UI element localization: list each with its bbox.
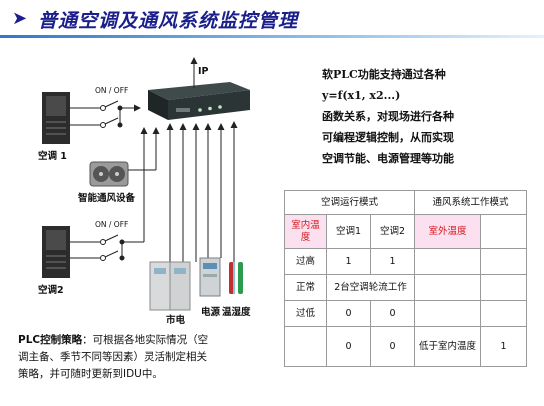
plc-strategy-note: PLC控制策略：可根据各地实际情况（空 调主备、季节不同等因素）灵活制定相关 策… — [18, 332, 280, 383]
table-cell: 过高 — [284, 248, 327, 275]
table-cell — [479, 248, 528, 275]
power-cabinet-icon — [199, 257, 221, 297]
table-cell — [479, 300, 528, 327]
fan-label: 智能通风设备 — [78, 193, 136, 204]
controller-device-icon — [148, 82, 250, 120]
title-divider — [0, 35, 544, 38]
ac2-switch-label: ON / OFF — [95, 220, 129, 229]
sensor-label-power: 电源 — [201, 307, 221, 318]
table-cell: 1 — [370, 248, 415, 275]
ac-unit-1-icon — [42, 92, 70, 144]
table-cell: 1 — [326, 248, 371, 275]
table-cell: 1 — [479, 326, 528, 367]
strategy-line: 策略，并可随时更新到IDU中。 — [18, 368, 163, 380]
ac1-label: 空调 1 — [38, 151, 67, 162]
table-cell — [414, 248, 481, 275]
table-header-ac1: 空调1 — [326, 214, 371, 249]
table-cell: 0 — [326, 326, 371, 367]
table-header-ac-mode: 空调运行模式 — [284, 190, 415, 215]
table-row: 过高 1 1 — [284, 248, 528, 275]
sensor-label-temp-humidity: 温湿度 — [222, 307, 251, 318]
temp-humidity-sensor-icon — [229, 262, 243, 294]
sensor-wiring — [166, 121, 238, 262]
table-cell: 0 — [370, 326, 415, 367]
description-line: y=f(x1, x2...) — [322, 89, 401, 102]
description-line: 软PLC功能支持通过各种 — [322, 68, 446, 81]
table-cell — [284, 326, 327, 367]
description-line: 函数关系，对现场进行各种 — [322, 110, 454, 123]
ac-unit-2-icon — [42, 226, 70, 278]
operation-mode-table: 空调运行模式 通风系统工作模式 室内温度 空调1 空调2 室外温度 过高 1 1… — [284, 190, 528, 367]
table-cell: 0 — [326, 300, 371, 327]
ac1-switch-label: ON / OFF — [95, 86, 129, 95]
ip-label: IP — [198, 66, 209, 77]
mains-cabinet-icon — [149, 261, 191, 311]
strategy-line: 调主备、季节不同等因素）灵活制定相关 — [18, 351, 207, 363]
table-header-outdoor-temp: 室外温度 — [414, 214, 481, 249]
table-row: 过低 0 0 — [284, 300, 528, 327]
sensor-label-mains: 市电 — [166, 315, 186, 326]
table-cell — [414, 274, 481, 301]
table-header-indoor-temp: 室内温度 — [284, 214, 327, 249]
title-arrow-icon: ➤ — [12, 8, 28, 29]
description-line: 可编程逻辑控制，从而实现 — [322, 131, 454, 144]
table-cell: 过低 — [284, 300, 327, 327]
ac2-label: 空调2 — [38, 285, 64, 296]
ventilation-fan-icon — [89, 161, 129, 187]
ac2-wiring — [70, 127, 148, 261]
table-cell — [414, 300, 481, 327]
table-cell — [479, 274, 528, 301]
table-cell: 低于室内温度 — [414, 326, 481, 367]
table-row: 正常 2台空调轮流工作 — [284, 274, 528, 301]
table-cell: 2台空调轮流工作 — [326, 274, 415, 301]
table-cell: 正常 — [284, 274, 327, 301]
table-cell — [479, 214, 528, 249]
slide-title: 普通空调及通风系统监控管理 — [38, 10, 299, 32]
ac1-wiring — [70, 100, 141, 128]
table-header-ac2: 空调2 — [370, 214, 415, 249]
plc-description: 软PLC功能支持通过各种 y=f(x1, x2...) 函数关系，对现场进行各种… — [322, 64, 542, 169]
table-row: 0 0 低于室内温度 1 — [284, 326, 528, 367]
strategy-line: PLC控制策略：可根据各地实际情况（空 — [18, 334, 209, 346]
table-header-vent-mode: 通风系统工作模式 — [413, 190, 528, 215]
table-cell: 0 — [370, 300, 415, 327]
description-line: 空调节能、电源管理等功能 — [322, 152, 454, 165]
strategy-heading: PLC控制策略 — [18, 334, 83, 346]
